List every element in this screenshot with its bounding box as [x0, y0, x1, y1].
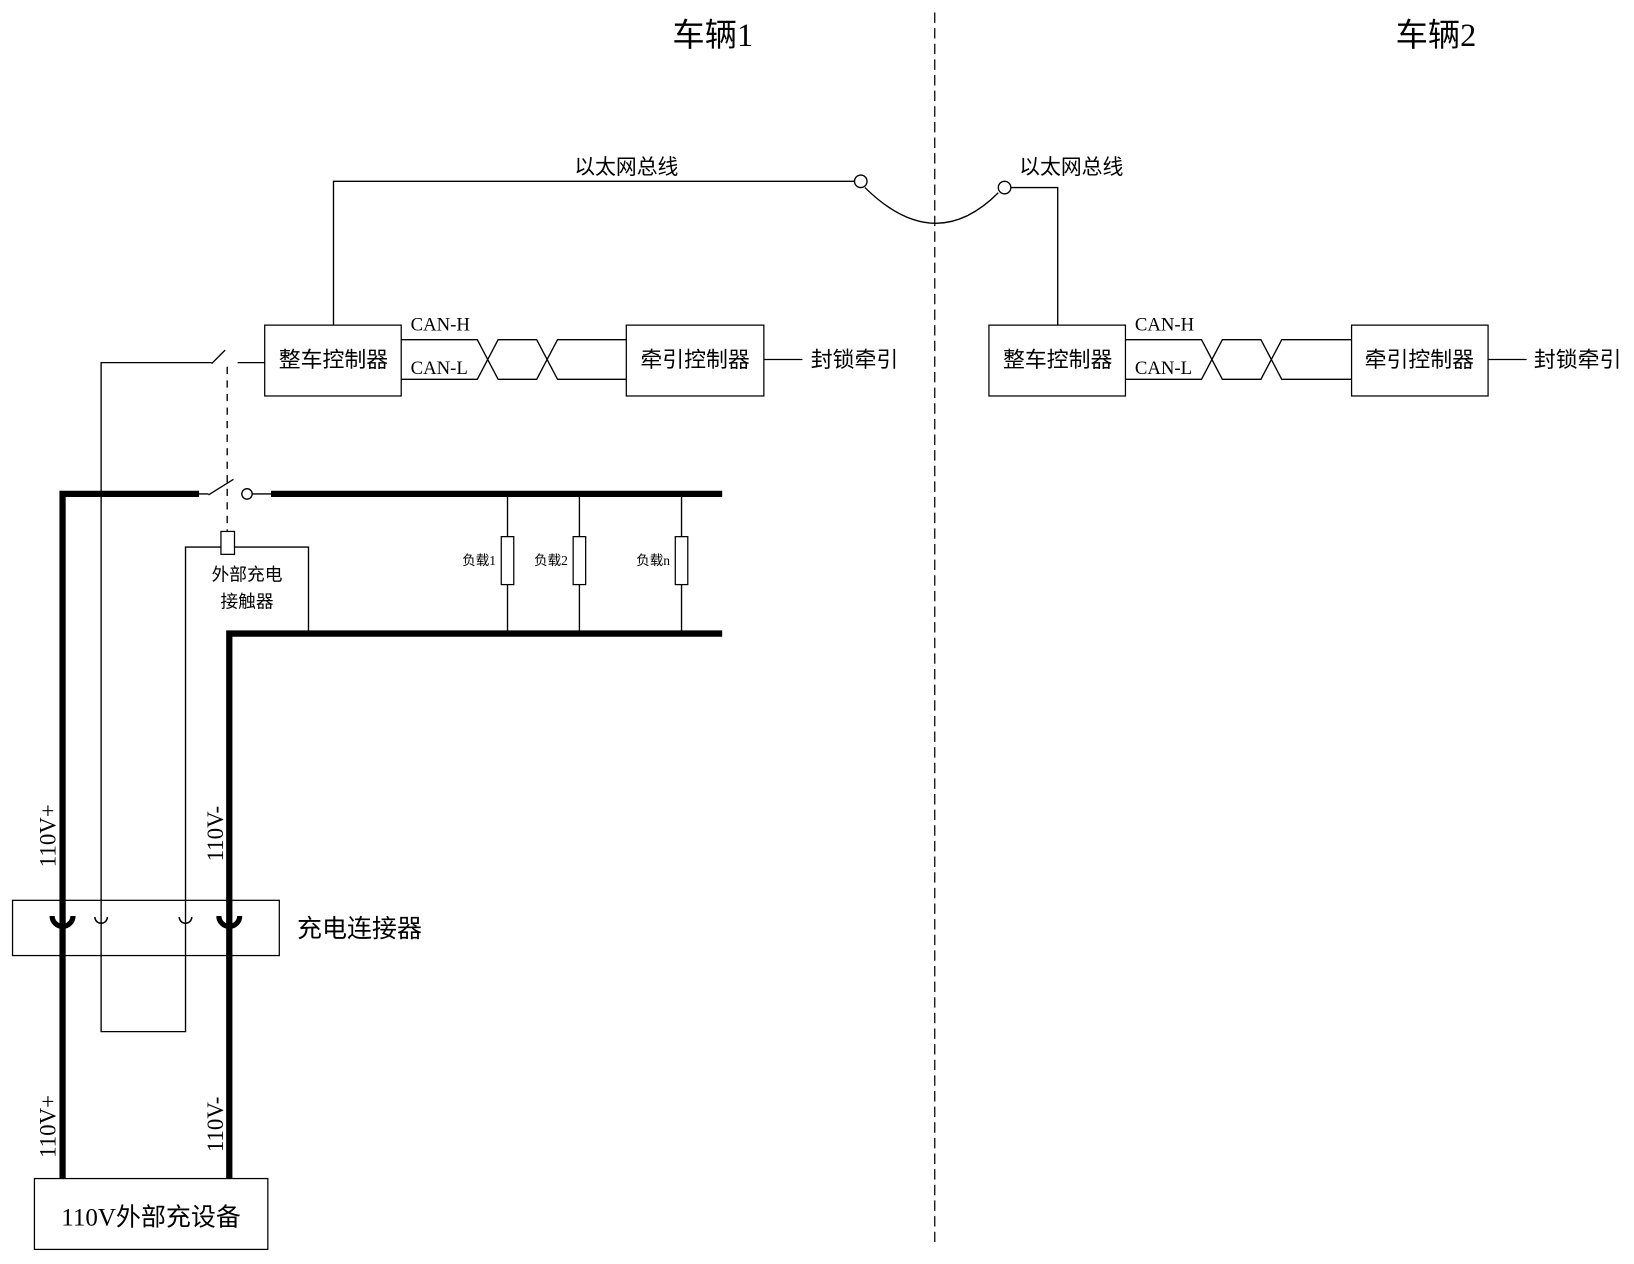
external-charger-label: 110V外部充设备 [61, 1203, 241, 1231]
ethernet-bus-wire-vehicle-2 [1010, 186, 1059, 326]
traction-lock-label: 封锁牵引 [1534, 348, 1621, 372]
can-h-label: CAN-H [411, 314, 470, 335]
connector-socket-positive [49, 915, 76, 929]
vehicle-2-control: 整车控制器 CAN-H CAN-L 牵引控制器 封锁牵引 [988, 314, 1621, 397]
ethernet-coupler-node-vehicle-2 [997, 180, 1012, 195]
can-h-label: CAN-H [1135, 314, 1194, 335]
vehicle-1-title: 车辆1 [672, 17, 753, 53]
contactor-label-line-1: 外部充电 [212, 564, 283, 584]
load-n: 负载n [636, 493, 689, 634]
positive-rail [59, 490, 200, 1179]
load-label: 负载1 [462, 553, 496, 568]
load-resistor [572, 536, 587, 586]
can-l-label: CAN-L [1135, 358, 1192, 379]
can-h-wire [401, 339, 627, 380]
traction-controller-box [1350, 324, 1489, 397]
vehicle-1-control: 整车控制器 CAN-H CAN-L 牵引控制器 封锁牵引 [264, 314, 899, 397]
traction-controller-box [625, 324, 765, 397]
vehicle-controller-box [988, 324, 1127, 397]
vehicle-2-title: 车辆2 [1396, 17, 1477, 53]
control-signal-wire [100, 361, 221, 1033]
negative-voltage-label-lower: 110V- [203, 1097, 228, 1153]
ethernet-bus-label-vehicle-2: 以太网总线 [1019, 155, 1123, 179]
main-contact-terminal [241, 488, 253, 500]
traction-controller-label: 牵引控制器 [640, 348, 749, 372]
negative-voltage-label-upper: 110V- [203, 806, 228, 862]
ethernet-bus: 以太网总线 以太网总线 [332, 155, 1124, 326]
auxiliary-contact-blade [211, 349, 226, 365]
ethernet-coupler-link [864, 187, 999, 224]
can-l-wire [1125, 339, 1352, 380]
load-resistor [500, 536, 515, 586]
ethernet-bus-label-vehicle-1: 以太网总线 [574, 155, 678, 179]
contactor-coil [220, 530, 236, 555]
positive-voltage-label-lower: 110V+ [35, 1095, 60, 1158]
vehicle-controller-label: 整车控制器 [279, 348, 388, 372]
external-charger-box [33, 1177, 269, 1251]
load-1: 负载1 [462, 493, 515, 634]
charging-connector-label: 充电连接器 [297, 915, 422, 943]
load-label: 负载n [636, 553, 670, 568]
vehicle-controller-box [264, 324, 402, 397]
main-contact-blade [208, 478, 234, 496]
connector-socket-negative [216, 915, 243, 929]
charging-power-circuit: 外部充电 接触器 负载1 负载2 负载n 110V+ 110V- 110V+ 1… [11, 349, 723, 1251]
positive-voltage-label-upper: 110V+ [35, 804, 60, 867]
vehicle-controller-label: 整车控制器 [1003, 348, 1112, 372]
connector-socket-coil [178, 916, 193, 925]
charging-connector-box [11, 899, 280, 957]
can-h-wire [1125, 339, 1352, 380]
ethernet-bus-wire-vehicle-1 [332, 180, 855, 326]
can-l-label: CAN-L [411, 358, 468, 379]
traction-controller-label: 牵引控制器 [1365, 348, 1474, 372]
contactor-coil-return-wire [234, 546, 310, 634]
can-l-wire [401, 339, 627, 380]
ethernet-coupler-node-vehicle-1 [853, 174, 868, 189]
traction-lock-label: 封锁牵引 [811, 348, 899, 372]
connector-socket-signal [94, 916, 109, 925]
load-resistor [674, 536, 689, 586]
contactor-label-line-2: 接触器 [220, 592, 273, 612]
negative-rail [226, 630, 723, 1179]
load-2: 负载2 [534, 493, 587, 634]
load-label: 负载2 [534, 553, 568, 568]
